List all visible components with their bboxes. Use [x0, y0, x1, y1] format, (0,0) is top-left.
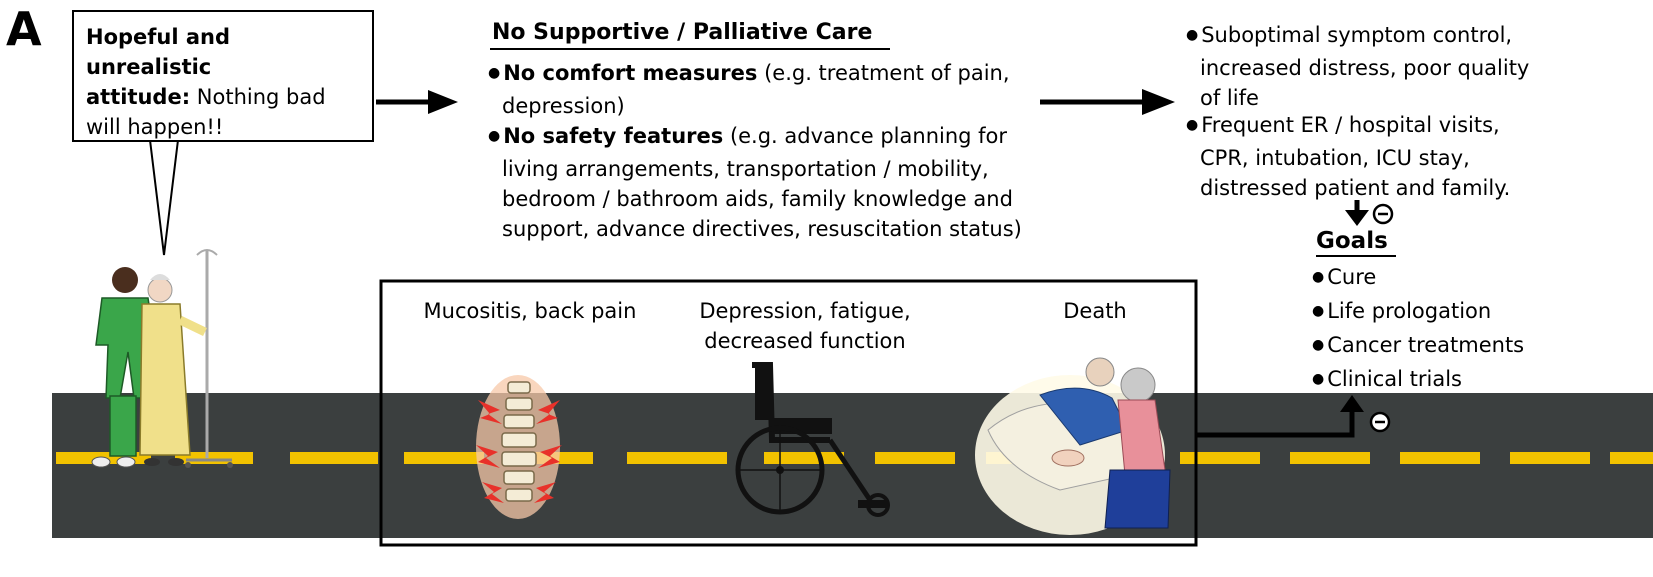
safety-line3: bedroom / bathroom aids, family knowledg… — [502, 187, 1013, 211]
comfort-line1: (e.g. treatment of pain, — [757, 61, 1010, 85]
safety-line2: living arrangements, transportation / mo… — [502, 157, 989, 181]
event-death-label: Death — [1063, 299, 1127, 323]
timeline-box — [379, 279, 1198, 547]
safety-bold: No safety features — [503, 124, 724, 148]
outcome-2-line2: CPR, intubation, ICU stay, — [1200, 146, 1470, 170]
arrow-right-2 — [1040, 89, 1175, 115]
bullet-icon: ● — [1186, 117, 1199, 133]
bullet-icon: ● — [1186, 27, 1199, 43]
outcome-1-line3: of life — [1200, 86, 1259, 110]
goals-list: ●Cure ●Life prologation ●Cancer treatmen… — [1312, 262, 1524, 398]
nurse-and-patient-icon — [91, 249, 233, 468]
outcome-2: ●Frequent ER / hospital visits, CPR, int… — [1186, 110, 1510, 203]
up-arrow-minus — [1196, 395, 1391, 438]
down-arrow-minus — [1345, 200, 1394, 226]
outcome-1: ●Suboptimal symptom control, increased d… — [1186, 20, 1529, 113]
goals-underline — [1316, 255, 1396, 257]
event-depression-label: Depression, fatigue, decreased function — [680, 296, 930, 356]
wheelchair-icon — [735, 362, 890, 517]
bubble-text-line2: Nothing bad — [196, 85, 326, 109]
goal-text: Cancer treatments — [1327, 333, 1525, 357]
event-depression-line2: decreased function — [704, 329, 906, 353]
outcome-1-line2: increased distress, poor quality — [1200, 56, 1530, 80]
comfort-bold: No comfort measures — [503, 61, 758, 85]
safety-line4: support, advance directives, resuscitati… — [502, 217, 1022, 241]
comfort-measures-bullet: ●No comfort measures (e.g. treatment of … — [488, 58, 1010, 121]
center-title: No Supportive / Palliative Care — [492, 20, 873, 45]
bullet-icon: ● — [1312, 337, 1325, 353]
goal-item: ●Cancer treatments — [1312, 330, 1524, 364]
goal-item: ●Cure — [1312, 262, 1524, 296]
event-mucositis-label: Mucositis, back pain — [423, 299, 637, 323]
center-title-underline — [490, 48, 890, 50]
outcome-2-line1: Frequent ER / hospital visits, — [1201, 113, 1500, 137]
speech-bubble-tail — [148, 139, 180, 256]
deathbed-scene-icon — [975, 357, 1171, 535]
outcome-2-line3: distressed patient and family. — [1200, 176, 1511, 200]
bubble-bold-line1: Hopeful and unrealistic — [86, 25, 231, 79]
panel-letter: A — [6, 2, 42, 56]
arrow-right-1 — [376, 90, 458, 114]
safety-line1: (e.g. advance planning for — [723, 124, 1008, 148]
bullet-icon: ● — [1312, 303, 1325, 319]
goal-item: ●Clinical trials — [1312, 364, 1524, 398]
spine-pain-icon — [476, 375, 562, 519]
speech-bubble: Hopeful and unrealistic attitude: Nothin… — [72, 10, 374, 142]
goals-title: Goals — [1316, 228, 1388, 254]
goal-text: Life prologation — [1327, 299, 1492, 323]
bubble-text-line3: will happen!! — [86, 115, 224, 139]
bullet-icon: ● — [488, 65, 501, 81]
goal-text: Cure — [1327, 265, 1377, 289]
bullet-icon: ● — [488, 128, 501, 144]
bullet-icon: ● — [1312, 371, 1325, 387]
safety-features-bullet: ●No safety features (e.g. advance planni… — [488, 121, 1022, 244]
event-depression-line1: Depression, fatigue, — [699, 299, 911, 323]
bubble-bold-line2: attitude: — [86, 85, 191, 109]
goal-item: ●Life prologation — [1312, 296, 1524, 330]
road — [52, 393, 1653, 538]
bullet-icon: ● — [1312, 269, 1325, 285]
comfort-line2: depression) — [502, 94, 625, 118]
outcome-1-line1: Suboptimal symptom control, — [1201, 23, 1513, 47]
goal-text: Clinical trials — [1327, 367, 1462, 391]
